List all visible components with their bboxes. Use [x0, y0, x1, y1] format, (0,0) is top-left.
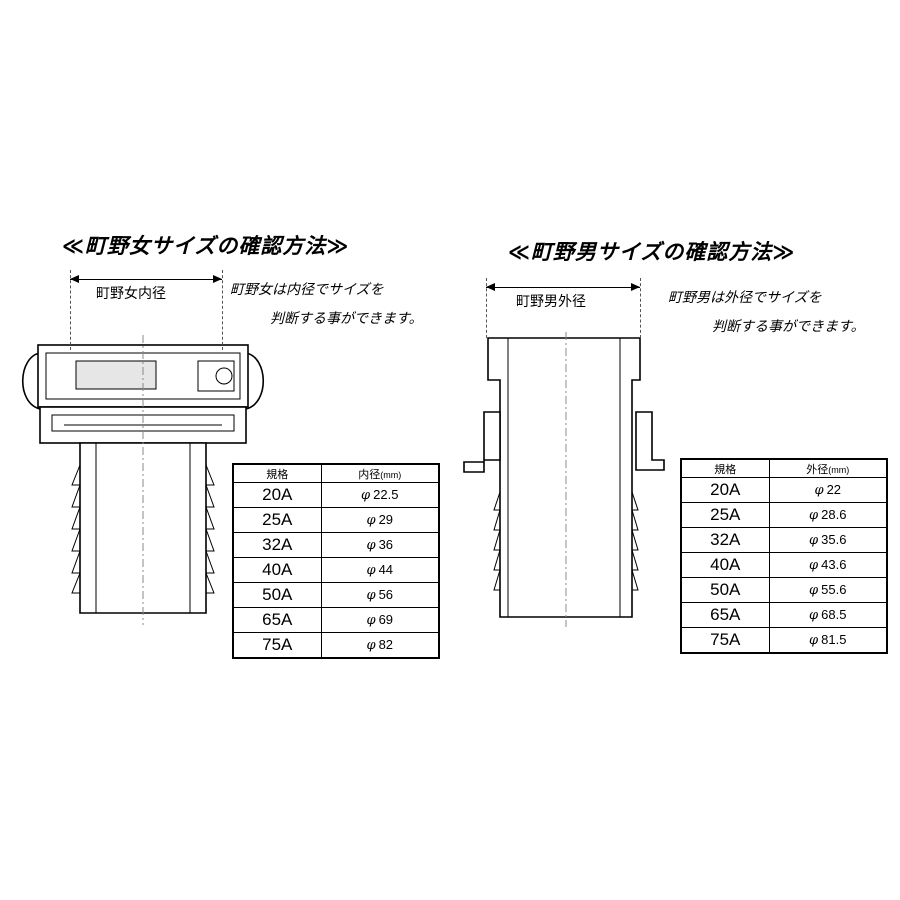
- female-coupling-drawing: [21, 335, 265, 625]
- table-header-row: 規格 内径(mm): [232, 463, 440, 483]
- male-coupling-drawing: [463, 332, 665, 627]
- female-right-lug: [245, 352, 265, 411]
- female-dimension-label: 町野女内径: [96, 286, 166, 302]
- header-inner-diameter: 内径(mm): [320, 463, 440, 483]
- male-extension-left: [486, 278, 487, 338]
- male-heading: ≪町野男サイズの確認方法≫: [508, 240, 796, 264]
- female-extension-right: [222, 270, 223, 350]
- female-cam-lever: [75, 360, 157, 390]
- male-extension-right: [640, 278, 641, 338]
- female-extension-left: [70, 270, 71, 350]
- male-adapter-body: [487, 337, 641, 618]
- male-note-line1: 町野男は外径でサイズを: [668, 290, 822, 306]
- female-note-line1: 町野女は内径でサイズを: [230, 282, 384, 298]
- female-left-lug: [21, 352, 41, 411]
- female-note-line2: 判断する事ができます。: [270, 311, 423, 327]
- male-dimension-label: 町野男外径: [516, 294, 586, 310]
- male-note-line2: 判断する事ができます。: [712, 319, 865, 335]
- male-right-flange: [635, 411, 665, 471]
- female-heading: ≪町野女サイズの確認方法≫: [62, 234, 350, 258]
- male-left-flange: [463, 411, 501, 473]
- header-size: 規格: [232, 463, 322, 483]
- header-outer-diameter: 外径(mm): [768, 458, 888, 478]
- header-size: 規格: [680, 458, 770, 478]
- table-header-row: 規格 外径(mm): [680, 458, 888, 478]
- male-dimension-line: [486, 283, 640, 291]
- female-dimension-line: [70, 275, 222, 283]
